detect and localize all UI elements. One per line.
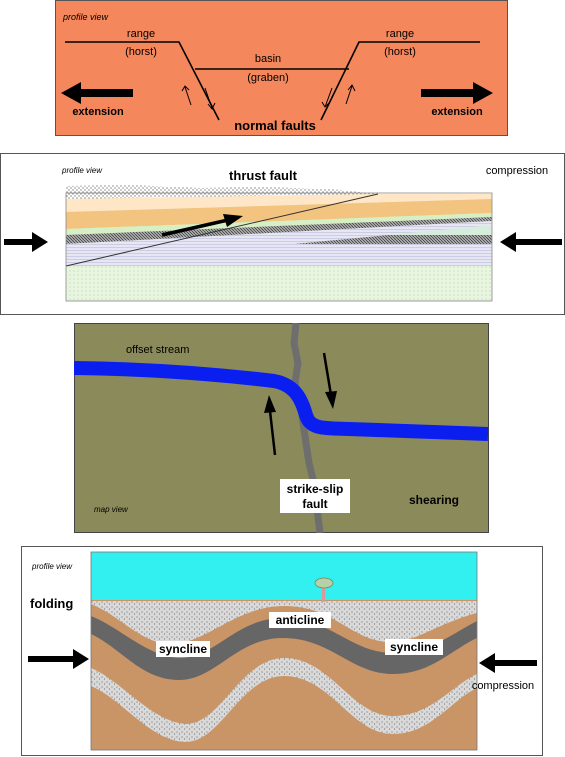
- profile-view-label: profile view: [62, 12, 109, 22]
- fold-block-outline: [90, 551, 478, 751]
- slip-arrow-left-down-head: [207, 102, 216, 110]
- compression-arrow-left: [4, 232, 48, 252]
- fold-compression-label: compression: [472, 680, 534, 692]
- extension-arrow-right: [421, 82, 493, 104]
- syncline-left-label: syncline: [159, 642, 207, 656]
- fold-layer-light: [91, 658, 477, 742]
- thrust-slip-arrow: [161, 218, 229, 237]
- range-right-label: range: [386, 28, 414, 40]
- thrust-profile-view-label: profile view: [61, 166, 103, 175]
- thrust-fault-plane: [65, 193, 379, 267]
- syncline-right-label-bg: [385, 639, 443, 655]
- fold-layer-dark: [91, 616, 477, 680]
- shear-arrow-left: [268, 410, 277, 456]
- tree-trunk: [322, 586, 325, 602]
- footwall-layer-speckled: [66, 266, 492, 301]
- horst-left-label: (horst): [125, 46, 157, 58]
- slip-arrow-left-down: [204, 87, 213, 109]
- strike-slip-diagram: strike-slip fault offset stream map view…: [74, 323, 489, 533]
- range-left-label: range: [127, 28, 155, 40]
- slip-arrow-left-up: [184, 86, 192, 106]
- slip-arrow-right-down: [324, 87, 333, 108]
- fold-compression-arrow-right: [479, 653, 537, 673]
- shear-arrow-right-head: [325, 391, 337, 409]
- syncline-left-label-bg: [156, 641, 210, 657]
- anticline-label: anticline: [276, 613, 325, 627]
- hanging-wall-lavender: [66, 221, 492, 266]
- folding-sky: [91, 552, 477, 600]
- hanging-wall-green: [66, 213, 492, 235]
- fold-compression-arrow-left: [28, 649, 89, 669]
- anticline-label-bg: [269, 612, 331, 628]
- tree-icon: [314, 577, 334, 589]
- compression-arrow-right: [500, 232, 562, 252]
- extension-left-label: extension: [72, 106, 124, 118]
- surface-gravel-layer: [91, 601, 477, 644]
- strike-slip-label: strike-slip: [287, 482, 344, 496]
- thrust-block-outline: [65, 192, 493, 302]
- slip-arrow-right-up: [345, 85, 353, 105]
- syncline-right-label: syncline: [390, 640, 438, 654]
- extension-arrow-left: [61, 82, 133, 104]
- normal-fault-background: [55, 0, 508, 136]
- slip-arrow-right-up-head: [347, 84, 356, 92]
- thrust-slip-arrow-head: [223, 214, 243, 227]
- normal-faults-label: normal faults: [234, 118, 316, 133]
- normal-fault-panel: profile view range (horst) basin (graben…: [55, 0, 508, 136]
- map-view-label: map view: [94, 505, 129, 514]
- fault-label: fault: [302, 497, 327, 511]
- extension-right-label: extension: [431, 106, 483, 118]
- thrust-fault-diagram: profile view thrust fault compression: [0, 153, 565, 315]
- folding-diagram: syncline anticline syncline profile view…: [21, 546, 543, 756]
- hanging-wall-orange: [66, 199, 492, 229]
- shearing-label: shearing: [409, 493, 459, 507]
- shear-arrow-left-head: [264, 395, 276, 413]
- left-horst-profile: [65, 41, 220, 121]
- horst-right-label: (horst): [384, 46, 416, 58]
- slip-arrow-right-down-head: [321, 101, 330, 108]
- offset-stream: [74, 361, 489, 441]
- folding-label: folding: [30, 596, 73, 611]
- fault-label-box: [280, 479, 350, 513]
- hanging-wall-cream: [66, 194, 492, 212]
- right-horst-profile: [320, 41, 480, 121]
- shear-arrow-right: [322, 352, 333, 396]
- normal-fault-diagram: profile view range (horst) basin (graben…: [55, 0, 508, 136]
- basin-label: basin: [255, 53, 281, 65]
- slip-arrow-left-up-head: [181, 85, 190, 92]
- thrust-fault-title: thrust fault: [229, 168, 298, 183]
- offset-stream-label: offset stream: [126, 344, 189, 356]
- thrust-fault-panel: profile view thrust fault compression: [0, 153, 565, 315]
- folding-panel: syncline anticline syncline profile view…: [21, 546, 543, 757]
- thrust-compression-label: compression: [486, 165, 548, 177]
- graben-label: (graben): [247, 72, 289, 84]
- hanging-wall-hatched: [66, 217, 492, 244]
- strike-slip-panel: strike-slip fault offset stream map view…: [74, 323, 489, 533]
- fold-profile-view-label: profile view: [31, 562, 73, 571]
